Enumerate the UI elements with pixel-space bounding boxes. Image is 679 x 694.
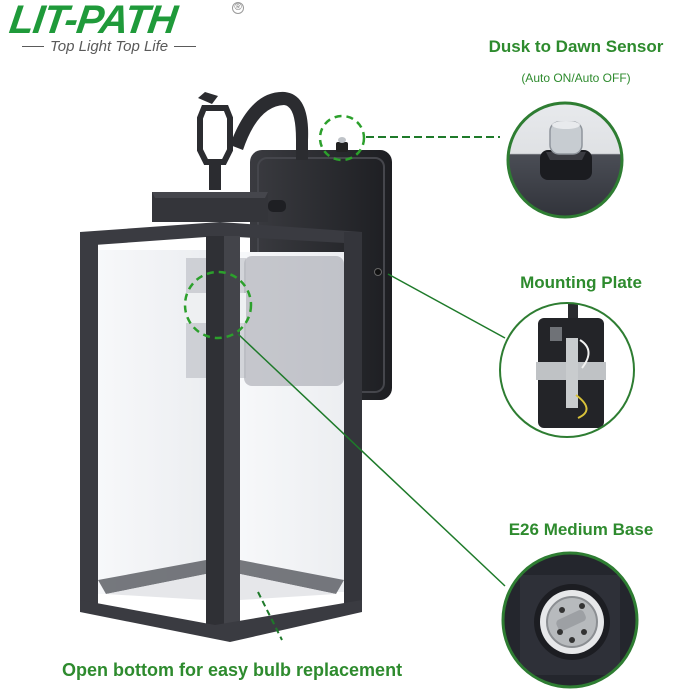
mounting-plate-closeup	[499, 302, 635, 438]
plate-leader-line	[387, 273, 506, 339]
socket-highlight-ring	[183, 270, 253, 340]
e26-socket-closeup	[501, 551, 639, 689]
sensor-feature-subtitle: (Auto ON/Auto OFF)	[521, 71, 631, 85]
sensor-feature-title: Dusk to Dawn Sensor	[488, 37, 664, 56]
bottom-leader-line	[257, 591, 283, 641]
brand-tagline: Top Light Top Life	[22, 38, 232, 55]
base-leader-line	[237, 333, 506, 587]
tagline-dash-left	[22, 46, 44, 47]
sensor-highlight-ring	[318, 114, 366, 162]
e26-base-feature-title: E26 Medium Base	[508, 520, 654, 539]
screw-icon	[374, 268, 382, 276]
brand-logo-block: LIT-PATH ® Top Light Top Life	[7, 0, 244, 60]
tagline-text: Top Light Top Life	[50, 38, 169, 55]
open-bottom-caption: Open bottom for easy bulb replacement	[62, 660, 403, 680]
sensor-closeup	[506, 101, 624, 219]
top-cap	[152, 192, 286, 222]
sensor-knob	[336, 137, 348, 152]
mounting-plate-feature-title: Mounting Plate	[520, 273, 642, 292]
hook-arm	[197, 91, 309, 190]
tagline-dash-right	[174, 46, 197, 47]
lantern-frame	[80, 222, 362, 642]
registered-mark-icon: ®	[232, 2, 244, 14]
